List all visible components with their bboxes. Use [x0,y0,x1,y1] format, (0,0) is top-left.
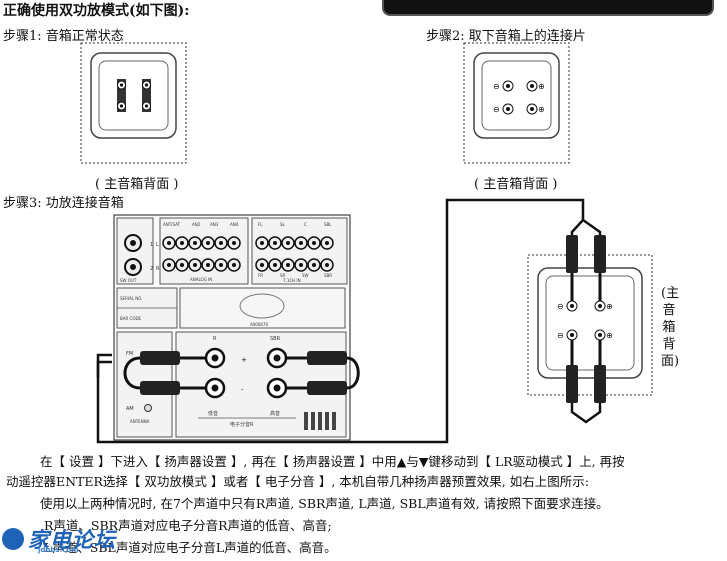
binding-post-icon [566,300,606,341]
jumper-plate-left [117,79,126,112]
mounting-hole [239,293,285,319]
polarity-sign-icon: ⊖ ⊖ ⊕ ⊕ [493,82,545,114]
rear-caption-1: ( 主音箱背面 ) [95,177,179,192]
analog-in-box [159,217,249,285]
svg-text:⊖: ⊖ [557,331,564,340]
label-electronic-r: 电子分音R [230,421,254,428]
rca-jack-icon [124,234,142,276]
svg-text:⊖: ⊖ [557,302,564,311]
terminal-plate-inner [481,60,552,131]
step2-speaker-diagram: ⊖ ⊖ ⊕ ⊕ [463,42,570,164]
banana-plug-icon [140,351,347,395]
paragraph-3: 使用以上两种情况时, 在7个声道中只有R声道, SBR声道, L声道, SBL声… [40,496,609,511]
svg-text:⊖: ⊖ [493,82,500,91]
label-ant-sat: ANT/SAT [163,222,181,227]
label-area [179,287,346,329]
label-antenna: ANTENNA [130,419,150,424]
label-71ch-in: 7.1CH IN [283,278,301,283]
label-fm: FM [126,351,133,357]
svg-text:+: + [241,356,247,364]
label-fr: FR [258,273,263,278]
label-an2: AN2 [192,222,201,227]
dashed-frame [463,42,570,164]
label-sr: SR [280,273,286,278]
terminal-plate-inner [98,60,169,131]
am-terminal-icon [144,404,152,412]
label-serial-no: SERIAL NO. [120,296,143,301]
label-sbl: SBL [324,222,332,227]
watermark-logo: 家电论坛 jdbbs.com [2,524,152,558]
label-in1: 1 [150,242,153,248]
label-c: C [304,222,307,227]
label-sbr: SBR [324,273,332,278]
svg-text:⊖: ⊖ [493,105,500,114]
label-fl: FL [258,222,263,227]
svg-text:⊕: ⊕ [606,302,613,311]
terminal-plate-outer [537,267,643,379]
step2-label: 步骤2: 取下音箱上的连接片 [426,29,586,44]
page-title: 正确使用双功放模式(如下图): [3,3,190,19]
logo-text: 家电论坛 [28,528,116,552]
terminal-plate-inner [545,275,635,371]
dashed-frame [527,254,653,396]
polarity-sign-icon: ⊖ ⊕ ⊖ ⊕ [557,302,613,340]
label-analog-in: ANALOG IN [190,277,212,282]
label-sbr-terminal: SBR [270,336,281,342]
logo-subtext: jdbbs.com [38,546,79,554]
label-ch-l: L [156,242,159,248]
label-am: AM [126,406,134,412]
rear-caption-2: ( 主音箱背面 ) [474,177,558,192]
label-an3: AN3 [210,222,219,227]
terminal-plate-outer [473,52,560,139]
logo-mark-icon [2,528,24,550]
vent-slots [304,412,336,430]
banana-plug-icon [566,235,606,403]
terminal-plate-outer [90,52,177,139]
svg-text:⊕: ⊕ [538,105,545,114]
svg-text:⊕: ⊕ [606,331,613,340]
svg-text:⊕: ⊕ [538,82,545,91]
multichannel-in-box [251,217,348,285]
paragraph-2: 动遥控器ENTER选择【 双功放模式 】或者【 电子分音 】, 本机自带几种扬声… [6,474,589,489]
label-bar-code: BAR CODE [120,316,142,321]
paragraph-1: 在【 设置 】下进入【 扬声器设置 】, 再在【 扬声器设置 】中用▲与▼键移动… [40,454,625,469]
rca-jack-icon [162,236,241,272]
label-r-terminal: R [213,336,217,342]
step3-label: 步骤3: 功放连接音箱 [3,196,124,211]
label-high: 高音 [270,410,280,417]
step1-speaker-diagram [80,42,187,164]
label-in2: 2 [150,266,153,272]
step1-label: 步骤1: 音箱正常状态 [3,29,124,44]
binding-post-icon [502,80,538,115]
header-banner [382,0,714,16]
paragraph-5: L声道、SBL声道对应电子分音L声道的低音、高音。 [44,540,337,555]
rear-caption-3: (主音箱背面) [661,286,680,369]
svg-text:-: - [241,386,244,394]
paragraph-4: R声道、SBR声道对应电子分音R声道的低音、高音; [44,518,332,533]
speaker-cable-outer [96,198,585,444]
label-low: 低音 [208,410,218,417]
jumper-plate-right [142,79,151,112]
label-ch-r: R [156,266,160,272]
label-serial-value: A000670 [250,322,268,327]
label-sw-out: SW OUT [120,278,137,283]
step3-connection-diagram: SW OUT 1 2 L R ANT/SAT AN2 AN3 AN4 ANALO… [96,198,653,444]
label-an4: AN4 [230,222,239,227]
binding-post-icon [117,80,151,111]
label-sw: SW [302,273,309,278]
rca-jack-icon [255,236,334,272]
dashed-frame [80,42,187,164]
label-sl: SL [280,222,286,227]
